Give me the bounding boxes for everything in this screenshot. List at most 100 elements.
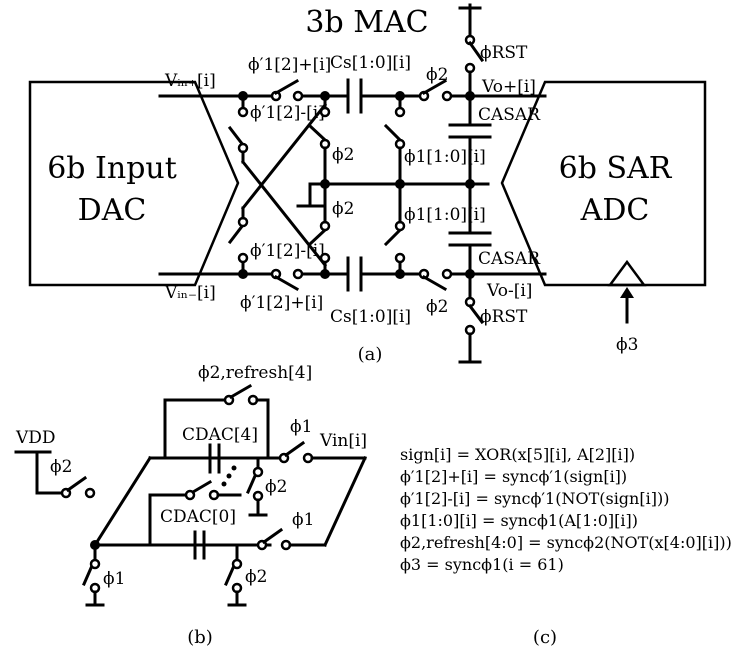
phi-rst-top-label: ϕRST [480, 43, 528, 63]
ellipsis-dot [231, 465, 237, 471]
wire-right-diag [323, 456, 367, 547]
switch-phi2-top-blade [421, 78, 448, 96]
switch-cross-top-a [237, 106, 249, 118]
vin-minus-label: Vᵢₙ₋[i] [164, 283, 216, 303]
panel-b: VDD ϕ2 ϕ2,refresh[4] CDAC[4] ϕ2 [14, 363, 367, 648]
cs-bot-label: Cs[1:0][i] [330, 307, 411, 327]
switch-col2-bot-a [394, 252, 406, 264]
switch-col2-bot-blade [383, 227, 403, 247]
switch-top-left-b [292, 90, 304, 102]
sar-adc-label-2: ADC [580, 193, 650, 228]
switch-phi2-bot-b [441, 268, 453, 280]
caption-c: (c) [533, 627, 557, 648]
phi1-col2-top-label: ϕ1[1:0][i] [404, 147, 486, 167]
switch-rst-top-blade [467, 40, 485, 63]
cs-top-label: Cs[1:0][i] [330, 53, 411, 73]
caption-b: (b) [187, 627, 213, 648]
phi1-top-label: ϕ1 [290, 417, 312, 437]
switch-cross-top-blade [227, 125, 246, 148]
node-dot [465, 91, 475, 101]
phi2-col1-bot-label: ϕ2 [332, 199, 354, 219]
vo-plus-label: Vo+[i] [481, 77, 536, 97]
switch-phi1-bot-blade [261, 527, 284, 545]
switch-col1-top-a [319, 106, 331, 118]
phi1-bot-label: ϕ1 [292, 510, 314, 530]
phi-1-2-minus-top-label: ϕ′1[2]-[i] [250, 103, 325, 123]
switch-cross-bot-a [237, 252, 249, 264]
equation-sign: sign[i] = XOR(x[5][i], A[2][i]) [400, 445, 635, 464]
phi2-top-label: ϕ2 [426, 65, 448, 85]
phi3-label: ϕ3 [616, 335, 638, 355]
phi-refresh-label: ϕ2,refresh[4] [198, 363, 312, 383]
equation-phi-plus: ϕ′1[2]+[i] = syncϕ′1(sign[i]) [400, 467, 627, 486]
node-dot [238, 91, 248, 101]
switch-vdd-b [84, 487, 96, 499]
node-dot [320, 269, 330, 279]
switch-phi1-top-blade [283, 440, 306, 458]
node-dot [465, 269, 475, 279]
switch-refresh-blade [228, 383, 253, 400]
vin-label: Vin[i] [319, 431, 367, 451]
wire-cross-diag-2 [240, 102, 328, 211]
phi-rst-bot-label: ϕRST [480, 307, 528, 327]
switch-vdd-blade [65, 475, 88, 493]
cdac0-label: CDAC[0] [160, 507, 236, 527]
phi2-cdac0-label: ϕ2 [245, 567, 267, 587]
switch-top-left-blade [273, 78, 300, 96]
cdac4-label: CDAC[4] [182, 425, 258, 445]
node-dot [320, 179, 330, 189]
switch-bot-left-blade [273, 274, 300, 292]
switch-cross-bot-blade [227, 222, 246, 245]
switch-left-phi1-a [89, 558, 101, 570]
switch-bot-left-b [292, 268, 304, 280]
caption-a: (a) [358, 344, 383, 365]
phi2-bot-label: ϕ2 [426, 297, 448, 317]
switch-left-phi1-blade [82, 566, 93, 586]
equation-phi3: ϕ3 = syncϕ1(i = 61) [400, 555, 564, 574]
equation-phi1: ϕ1[1:0][i] = syncϕ1(A[1:0][i]) [400, 511, 638, 530]
switch-col1-bot-a [319, 252, 331, 264]
panel-c: sign[i] = XOR(x[5][i], A[2][i]) ϕ′1[2]+[… [400, 445, 732, 648]
switch-col2-top-a [394, 106, 406, 118]
input-dac-label-1: 6b Input [47, 151, 177, 186]
node-dot [395, 91, 405, 101]
vdd-label: VDD [15, 428, 56, 448]
input-dac-label-2: DAC [78, 193, 147, 228]
equation-phi-minus: ϕ′1[2]-[i] = syncϕ′1(NOT(sign[i])) [400, 489, 669, 508]
casar-top-label: CASAR [478, 105, 541, 125]
sar-adc-label-1: 6b SAR [559, 151, 673, 186]
node-dot [238, 269, 248, 279]
switch-col2-top-blade [383, 123, 403, 143]
casar-bot-label: CASAR [478, 249, 541, 269]
switch-col1-bot-blade [307, 227, 328, 247]
switch-rst-bot-blade [467, 303, 485, 325]
sar-clock-input [607, 259, 647, 287]
switch-col1-top-blade [307, 123, 328, 143]
switch-phi2-bot-blade [421, 274, 448, 292]
phi2-vdd-label: ϕ2 [50, 457, 72, 477]
phi-1-2-plus-bot-label: ϕ′1[2]+[i] [240, 293, 323, 313]
node-dot [320, 91, 330, 101]
switch-cdac4-phi2-blade [246, 474, 257, 494]
equation-phi2-refresh: ϕ2,refresh[4:0] = syncϕ2(NOT(x[4:0][i])) [400, 533, 732, 552]
node-dot [465, 179, 475, 189]
phi2-cdac4-label: ϕ2 [265, 477, 287, 497]
ellipsis-dot [226, 473, 232, 479]
node-dot [395, 179, 405, 189]
switch-cdac0-phi2-a [231, 558, 243, 570]
phi3-arrow-head [620, 287, 634, 298]
phi1-col2-bot-label: ϕ1[1:0][i] [404, 205, 486, 225]
phi-1-2-plus-top-label: ϕ′1[2]+[i] [248, 55, 331, 75]
mac-title: 3b MAC [305, 5, 428, 40]
switch-phi2-top-b [441, 90, 453, 102]
vin-plus-label: Vᵢₙ₊[i] [164, 71, 216, 91]
phi2-col1-top-label: ϕ2 [332, 145, 354, 165]
wire-left-diag [92, 455, 153, 548]
vo-minus-label: Vo-[i] [486, 281, 532, 301]
switch-mid-blade [190, 479, 213, 495]
switch-cdac4-phi2-a [252, 466, 264, 478]
switch-cdac0-phi2-blade [224, 566, 235, 586]
input-dac-block [28, 80, 240, 287]
ellipsis-dot [221, 481, 227, 487]
